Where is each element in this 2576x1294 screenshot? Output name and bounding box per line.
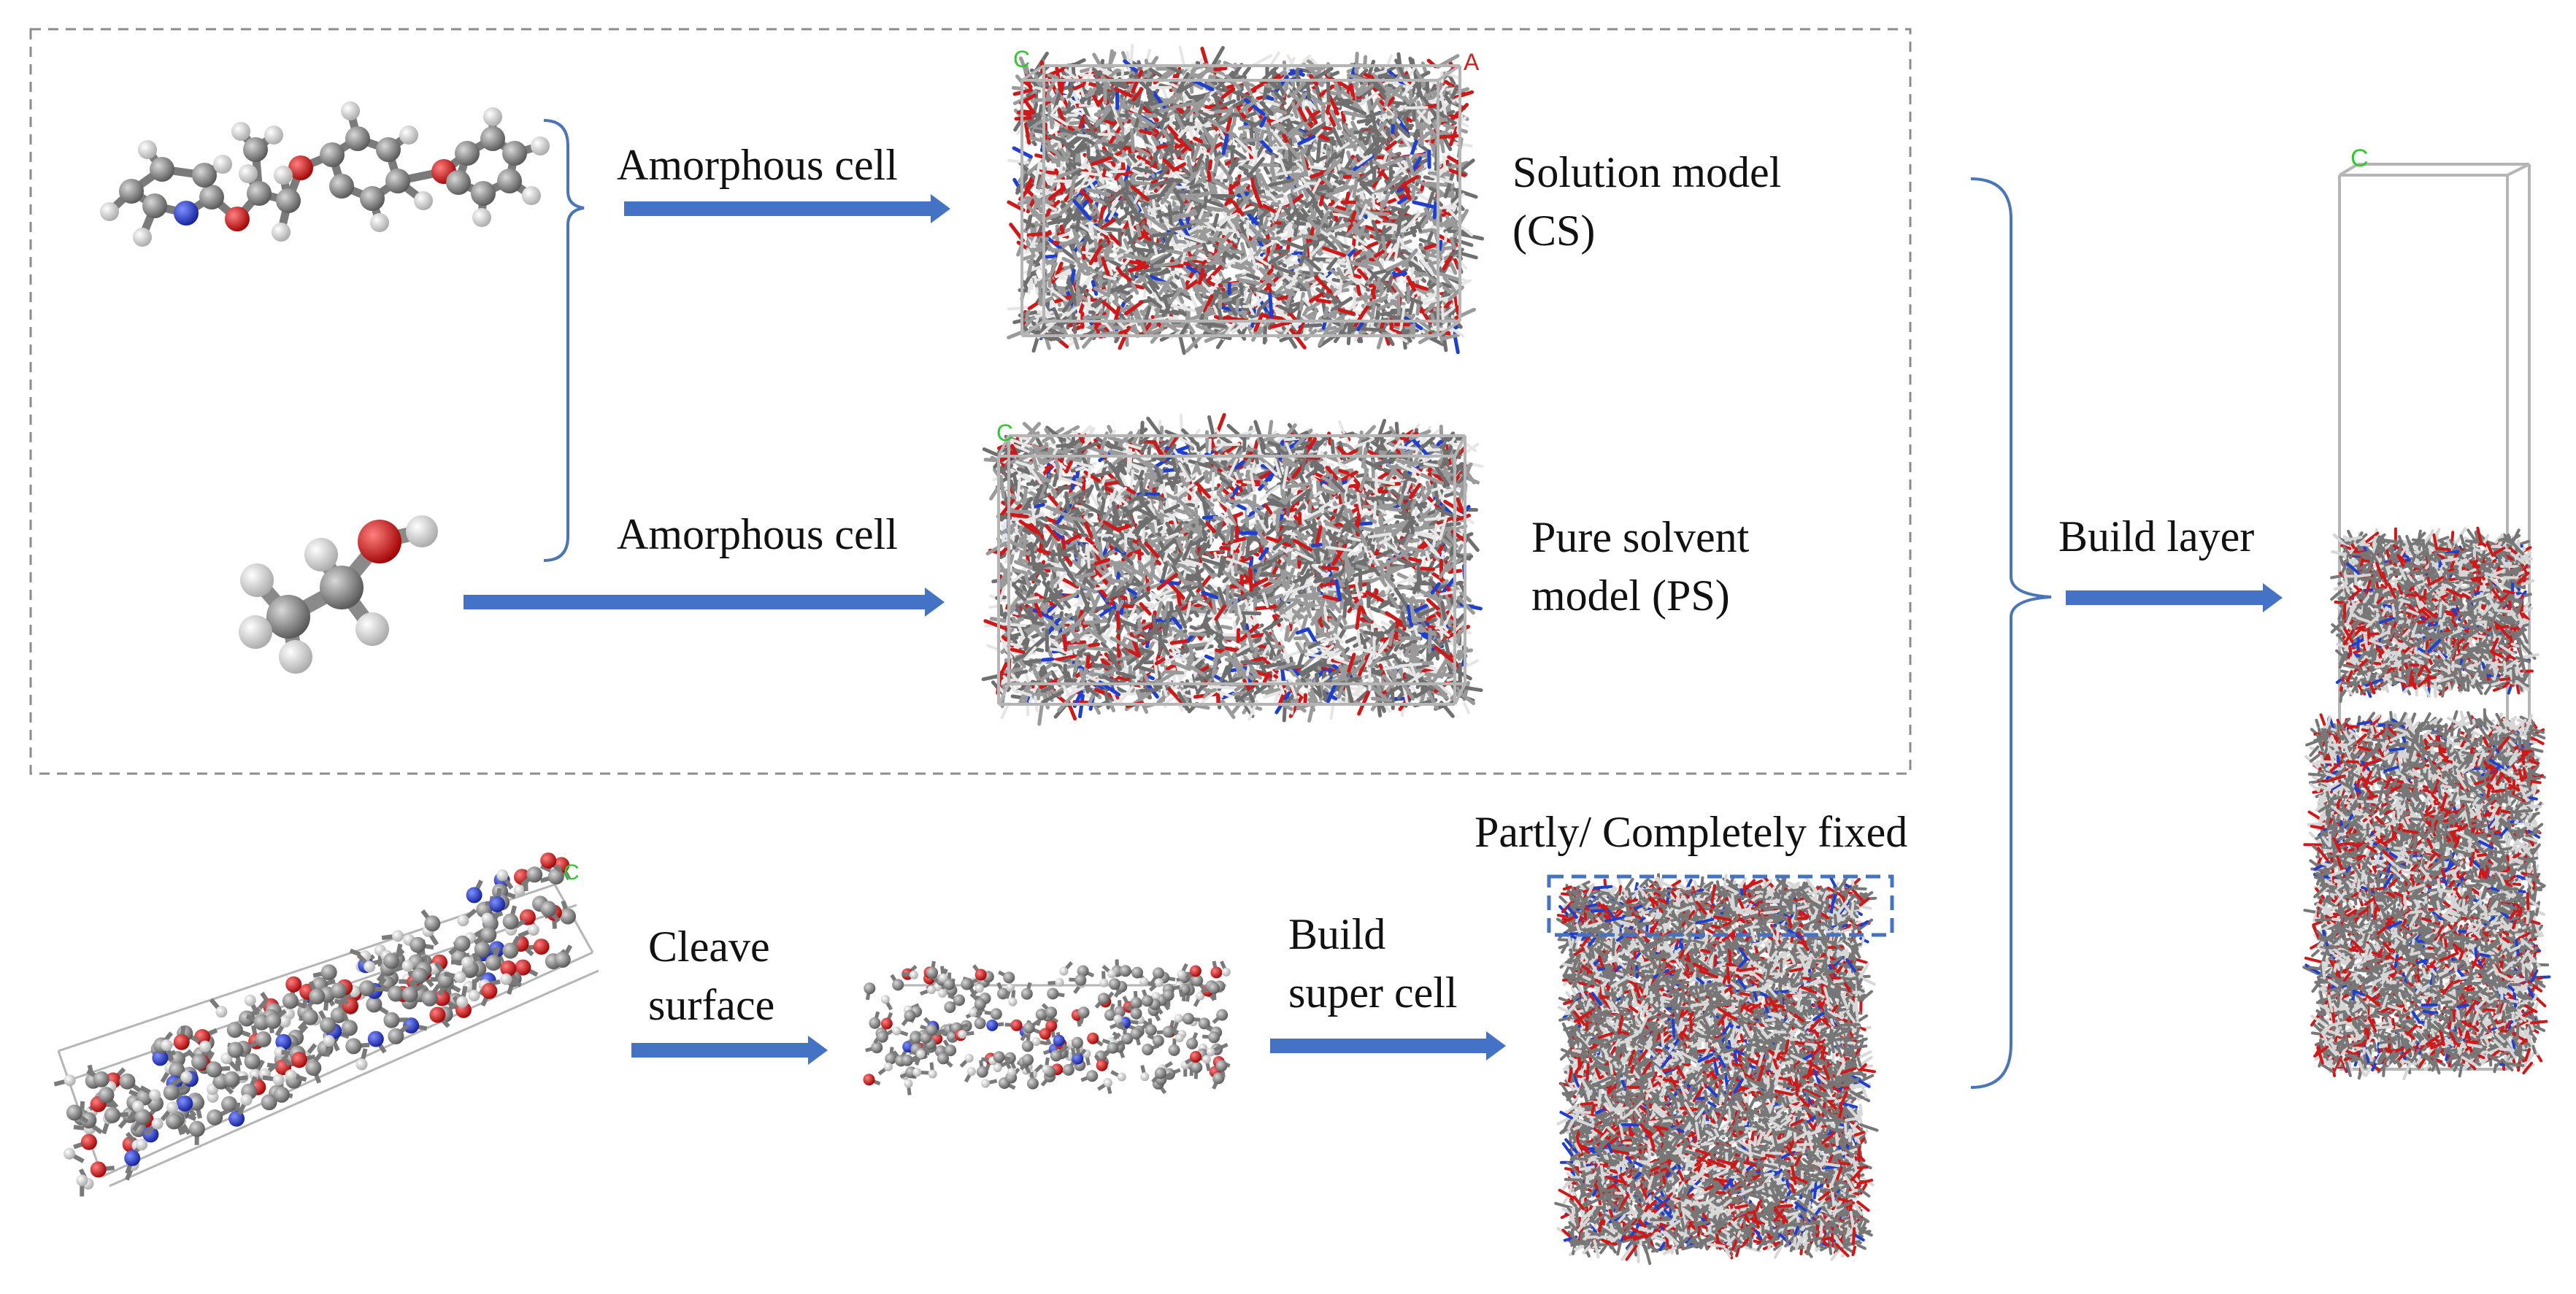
- cs-cell-axis-a: A: [1464, 49, 1480, 75]
- cleave-surface-label-line1: Cleave: [648, 917, 770, 976]
- amorphous-cell-label-1: Amorphous cell: [617, 136, 898, 194]
- cs-cell-axis-c: C: [1013, 46, 1030, 72]
- left-bracket: [544, 120, 584, 561]
- final-cell-axis-c: C: [2350, 145, 2369, 172]
- solution-model-cell-image: [1009, 45, 1483, 353]
- solution-model-label-line1: Solution model: [1512, 143, 1781, 201]
- build-super-cell-label-line2: super cell: [1288, 963, 1458, 1022]
- dashed-group-box: [31, 29, 1910, 774]
- arrow-build-layer: [2066, 583, 2283, 612]
- build-layer-label: Build layer: [2058, 507, 2254, 566]
- pure-solvent-label-line1: Pure solvent: [1531, 508, 1749, 566]
- super-cell-image: [1556, 874, 1877, 1263]
- layered-system-cell-image: [2304, 164, 2549, 1079]
- arrow-build-super-cell: [1270, 1031, 1506, 1060]
- cleave-surface-label-line2: surface: [648, 976, 774, 1034]
- ethanol-molecule-icon: [239, 515, 438, 674]
- ps-cell-axis-c: C: [996, 420, 1013, 446]
- arrow-amorphous-cs: [624, 194, 950, 223]
- pure-solvent-cell-image: [983, 415, 1482, 725]
- final-cell-axis-a: A: [2333, 1054, 2348, 1078]
- amorphous-cell-label-2: Amorphous cell: [617, 505, 898, 563]
- right-bracket: [1971, 179, 2051, 1087]
- build-super-cell-label-line1: Build: [1288, 905, 1385, 963]
- arrow-cleave-surface: [631, 1036, 828, 1065]
- crystal-axis-c: C: [564, 860, 580, 885]
- fixed-region-label: Partly/ Completely fixed: [1475, 803, 1907, 861]
- solute-molecule-icon: [100, 101, 550, 247]
- cleaved-surface-slab-icon: [864, 960, 1231, 1095]
- crystal-unit-cell-icon: [54, 852, 599, 1196]
- pure-solvent-label-line2: model (PS): [1531, 566, 1730, 625]
- solution-model-label-line2: (CS): [1512, 201, 1595, 260]
- arrow-amorphous-ps: [464, 588, 945, 617]
